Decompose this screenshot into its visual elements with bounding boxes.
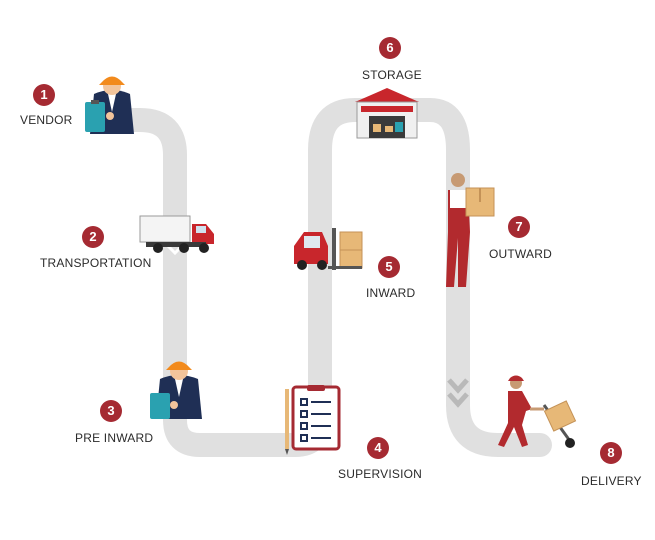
warehouse-icon	[355, 88, 419, 139]
step-1-label: VENDOR	[20, 113, 73, 127]
truck-icon	[139, 215, 214, 253]
hand-truck-icon	[498, 375, 577, 448]
step-4-label: SUPERVISION	[338, 467, 423, 481]
step-7-label: OUTWARD	[489, 247, 552, 261]
checklist-icon	[285, 385, 341, 455]
chevron-down-icon	[447, 392, 469, 408]
step-4-badge: 4	[367, 437, 389, 459]
step-3-label: PRE INWARD	[75, 431, 154, 445]
step-7-badge: 7	[508, 216, 530, 238]
step-8-label: DELIVERY	[581, 474, 642, 488]
step-5-badge: 5	[378, 256, 400, 278]
step-5-label: INWARD	[366, 286, 416, 300]
chevron-down-icon	[447, 378, 469, 394]
step-6-label: STORAGE	[362, 68, 422, 82]
clipboard-worker-icon	[150, 361, 202, 419]
step-2-label: TRANSPORTATION	[40, 256, 152, 270]
vendor-worker-icon	[85, 76, 134, 134]
step-6-badge: 6	[379, 37, 401, 59]
step-3-badge: 3	[100, 400, 122, 422]
step-1-badge: 1	[33, 84, 55, 106]
forklift-icon	[294, 228, 363, 270]
step-2-badge: 2	[82, 226, 104, 248]
box-carrier-icon	[446, 173, 495, 287]
step-8-badge: 8	[600, 442, 622, 464]
